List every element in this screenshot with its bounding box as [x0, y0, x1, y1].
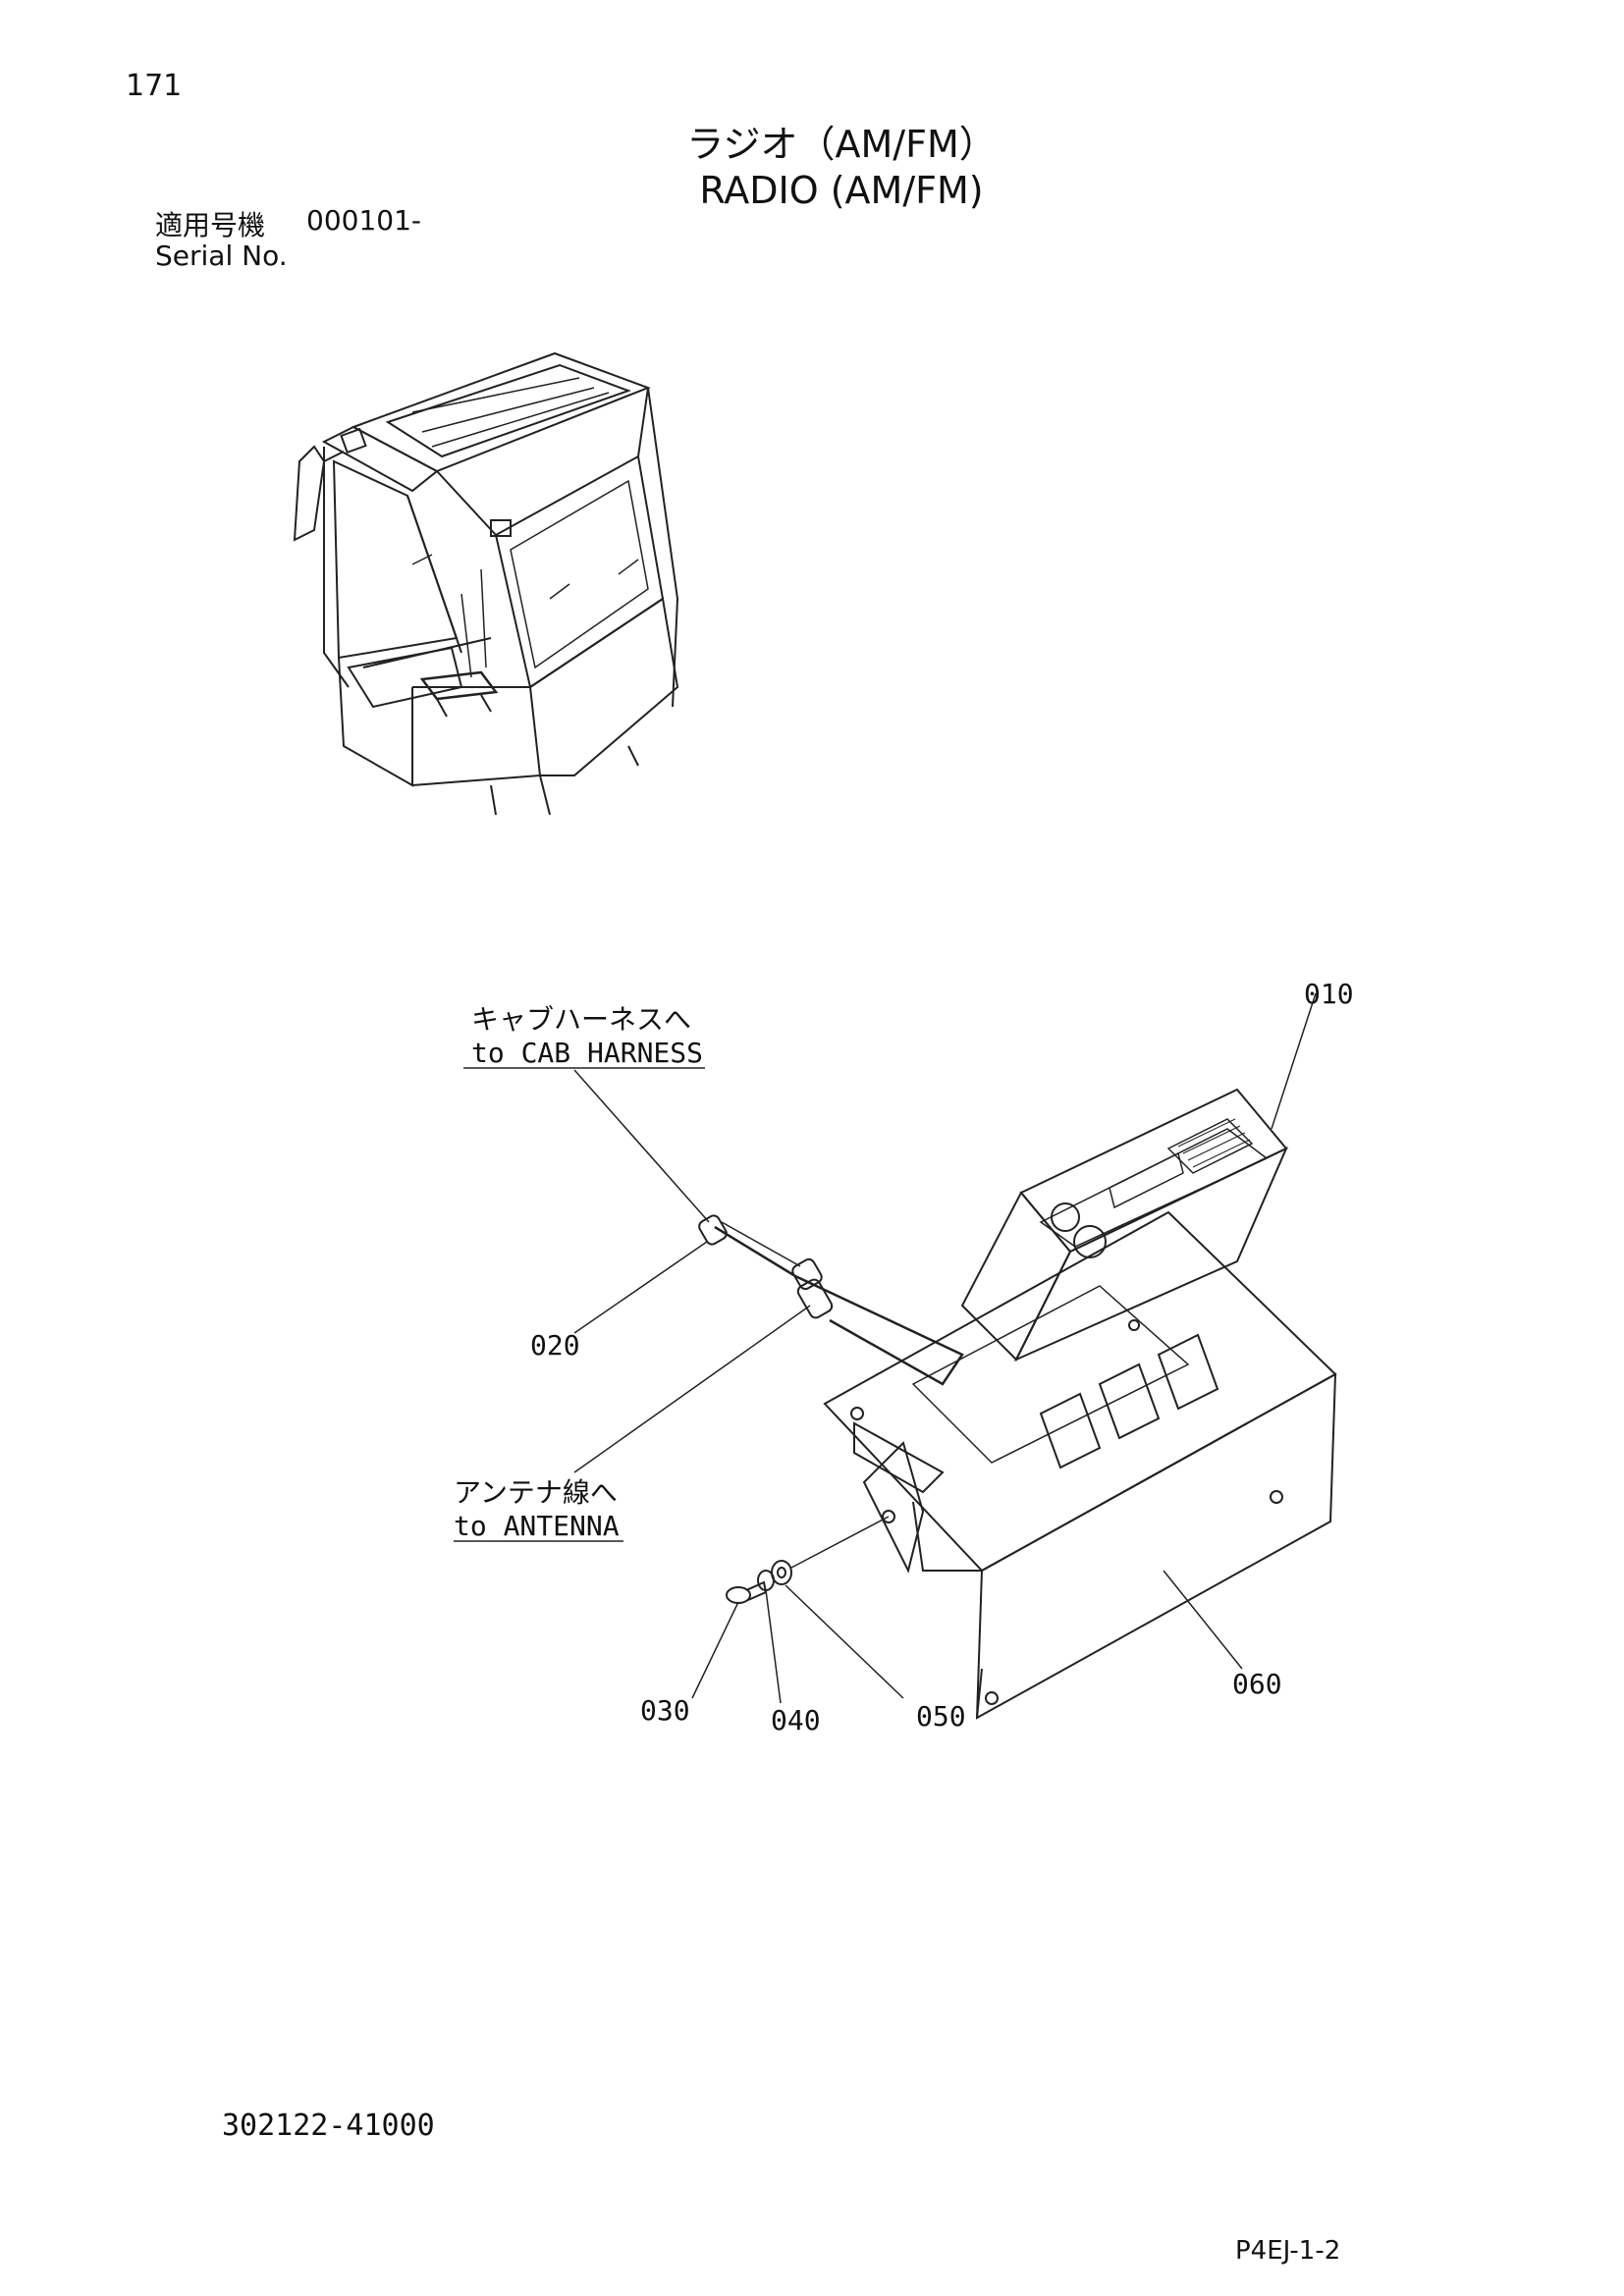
- bracket-060-front: [975, 1372, 1337, 1720]
- callout-antenna-en: to ANTENNA: [454, 1510, 620, 1542]
- page-title-japanese: ラジオ（AM/FM）: [686, 123, 997, 166]
- washer-050: [771, 1560, 792, 1585]
- serial-number-range: 000101-: [306, 204, 421, 237]
- part-number-040: 040: [771, 1704, 821, 1736]
- cab-overview-illustration: [293, 351, 679, 816]
- callout-cab-harness-en: to CAB HARNESS: [471, 1037, 703, 1069]
- page-number: 171: [126, 69, 183, 103]
- serial-label-english: Serial No.: [155, 240, 288, 272]
- callout-antenna-jp: アンテナ線へ: [454, 1476, 618, 1509]
- leader-lines: [573, 992, 1317, 1704]
- callout-cab-harness-jp: キャブハーネスへ: [471, 1003, 691, 1036]
- serial-label-japanese: 適用号機: [155, 209, 266, 241]
- cable-020: [714, 1225, 964, 1386]
- part-number-010: 010: [1304, 978, 1354, 1010]
- connector-cab-harness: [698, 1214, 728, 1246]
- radio-010-face: [1013, 1146, 1288, 1362]
- part-number-060: 060: [1232, 1668, 1282, 1700]
- connector-antenna-2: [796, 1278, 834, 1319]
- connector-antenna-1: [791, 1257, 823, 1291]
- page-title-english: RADIO (AM/FM): [699, 169, 984, 212]
- drawing-number: 302122-41000: [222, 2109, 435, 2143]
- part-number-030: 030: [640, 1694, 690, 1727]
- part-number-050: 050: [916, 1700, 966, 1733]
- radio-exploded-view: [454, 992, 1337, 1720]
- radio-010-top: [1019, 1088, 1288, 1254]
- sheet-code: P4EJ-1-2: [1235, 2236, 1341, 2266]
- part-number-020: 020: [530, 1329, 580, 1362]
